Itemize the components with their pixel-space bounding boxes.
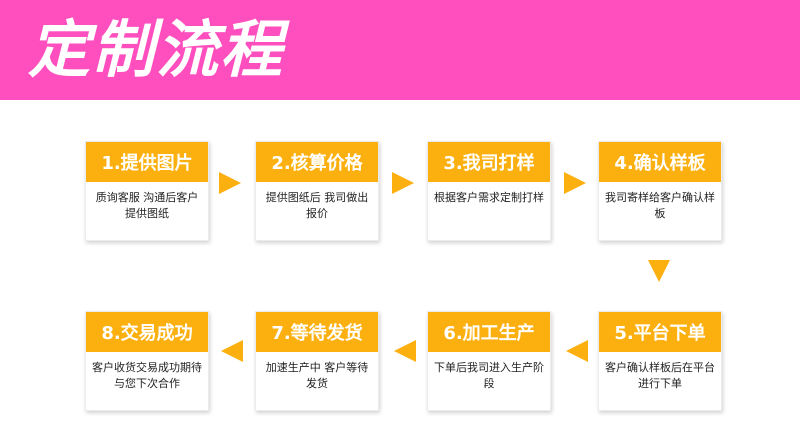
step-description: 加速生产中 客户等待发货 <box>265 361 369 390</box>
arrow-left-icon <box>394 340 416 362</box>
step-title: 8.交易成功 <box>86 312 208 352</box>
step-card-1: 1.提供图片 质询客服 沟通后客户提供图纸 <box>85 141 209 241</box>
step-description: 根据客户需求定制打样 <box>434 191 544 204</box>
step-title: 2.核算价格 <box>256 142 378 182</box>
header-banner: 定制流程 <box>0 0 800 100</box>
step-card-7: 7.等待发货 加速生产中 客户等待发货 <box>255 311 379 411</box>
step-title: 3.我司打样 <box>428 142 550 182</box>
step-card-2: 2.核算价格 提供图纸后 我司做出报价 <box>255 141 379 241</box>
step-card-3: 3.我司打样 根据客户需求定制打样 <box>427 141 551 241</box>
page-title: 定制流程 <box>28 13 285 86</box>
arrow-right-icon <box>392 172 414 194</box>
arrow-left-icon <box>566 340 588 362</box>
step-title: 7.等待发货 <box>256 312 378 352</box>
step-title: 5.平台下单 <box>599 312 721 352</box>
step-description: 客户确认样板后在平台进行下单 <box>605 361 715 390</box>
step-title: 6.加工生产 <box>428 312 550 352</box>
step-description: 下单后我司进入生产阶段 <box>434 361 544 390</box>
step-card-6: 6.加工生产 下单后我司进入生产阶段 <box>427 311 551 411</box>
step-description: 客户收货交易成功期待与您下次合作 <box>92 361 202 390</box>
step-card-4: 4.确认样板 我司寄样给客户确认样板 <box>598 141 722 241</box>
step-title: 4.确认样板 <box>599 142 721 182</box>
step-card-8: 8.交易成功 客户收货交易成功期待与您下次合作 <box>85 311 209 411</box>
step-title: 1.提供图片 <box>86 142 208 182</box>
step-card-5: 5.平台下单 客户确认样板后在平台进行下单 <box>598 311 722 411</box>
arrow-down-icon <box>648 260 670 282</box>
arrow-left-icon <box>221 340 243 362</box>
arrow-right-icon <box>564 172 586 194</box>
step-description: 质询客服 沟通后客户提供图纸 <box>95 191 199 220</box>
step-description: 提供图纸后 我司做出报价 <box>265 191 369 220</box>
arrow-right-icon <box>219 172 241 194</box>
step-description: 我司寄样给客户确认样板 <box>605 191 715 220</box>
